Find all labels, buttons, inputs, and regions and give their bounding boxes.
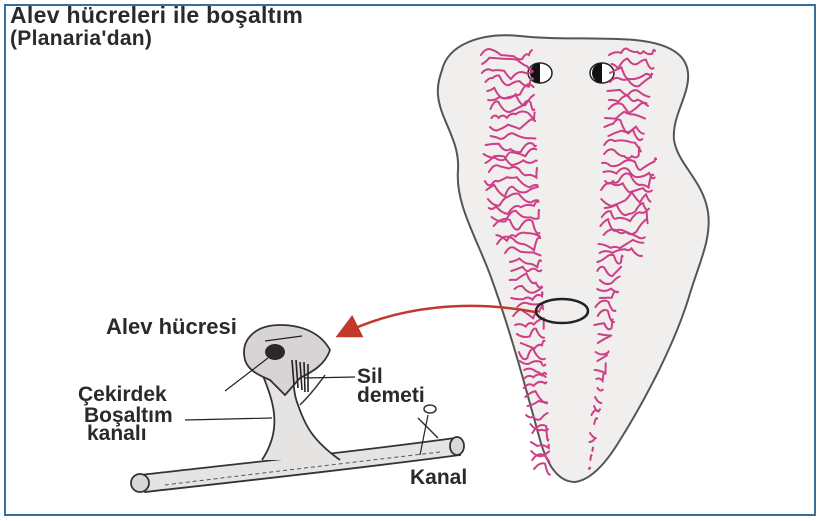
label-canal: Kanal [410,467,467,488]
planaria-body [438,35,709,482]
label-flame-cell: Alev hücresi [106,316,237,338]
label-cilia-bundle-line2: demeti [357,385,425,406]
label-excretory-canal-line2: kanalı [87,423,147,444]
label-nucleus: Çekirdek [78,384,167,405]
